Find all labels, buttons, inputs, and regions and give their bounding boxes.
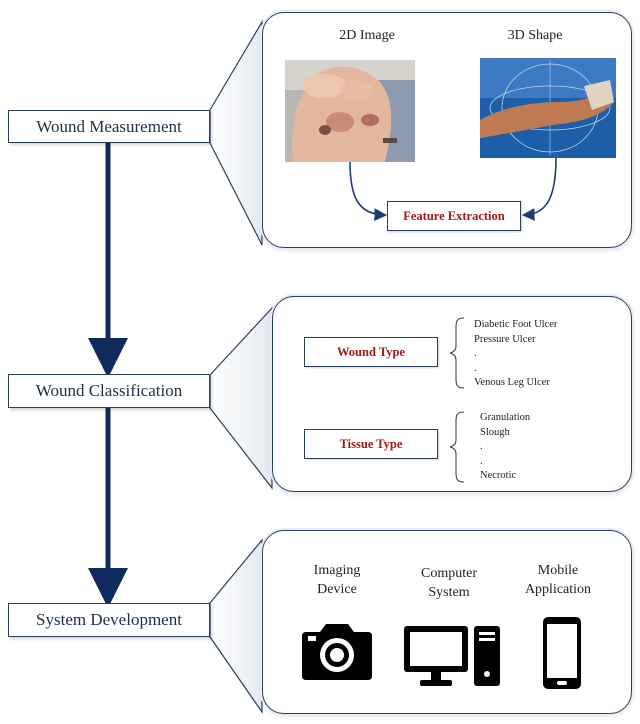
wound-type-bracket [449, 317, 465, 389]
mobile-application-line: Mobile [537, 563, 579, 578]
imaging-device-caption: Imaging Device [292, 561, 382, 599]
camera-icon [302, 624, 372, 680]
wound-type-item: Diabetic Foot Ulcer [474, 319, 558, 330]
stage-wound-classification: Wound Classification [8, 374, 210, 408]
callout-classification [209, 306, 273, 490]
arrow-2d-to-feature [349, 161, 388, 221]
tissue-type-list: Granulation Slough . . Necrotic [480, 411, 530, 484]
wound-type-item: . [474, 362, 477, 374]
stage-wound-measurement: Wound Measurement [8, 110, 210, 143]
tissue-type-label: Tissue Type [339, 436, 403, 451]
stage-label: Wound Measurement [36, 116, 182, 136]
wound-type-box: Wound Type [304, 337, 438, 367]
wound-type-item: Venous Leg Ulcer [474, 377, 550, 388]
wound-photo-2d [285, 60, 415, 162]
imaging-device-line: Imaging [313, 563, 361, 578]
tissue-type-item: Granulation [480, 412, 531, 423]
imaging-device-line: Device [317, 582, 357, 597]
tissue-type-item: . [480, 441, 483, 452]
tissue-type-item: . [480, 455, 483, 467]
stage-label: System Development [36, 610, 182, 629]
tissue-type-box: Tissue Type [304, 429, 438, 459]
computer-system-line: Computer [421, 566, 477, 581]
feature-extraction-box: Feature Extraction [387, 201, 521, 231]
arrow-3d-to-feature [521, 157, 557, 221]
wound-shape-3d [480, 58, 616, 158]
stage-label: Wound Classification [35, 381, 183, 400]
computer-icon [404, 626, 500, 686]
shape-3d-caption: 3D Shape [507, 28, 563, 43]
mobile-phone-icon [543, 617, 581, 689]
tissue-type-bracket [449, 411, 465, 483]
wound-type-item: . [474, 348, 477, 359]
classification-panel [272, 296, 632, 492]
feature-extraction-label: Feature Extraction [403, 208, 505, 223]
tissue-type-item: Slough [480, 426, 510, 438]
computer-system-caption: Computer System [404, 564, 494, 602]
image-2d-caption: 2D Image [339, 28, 395, 43]
computer-system-line: System [428, 585, 470, 600]
wound-type-label: Wound Type [337, 344, 405, 359]
mobile-application-line: Application [524, 582, 592, 597]
wound-type-list: Diabetic Foot Ulcer Pressure Ulcer . . V… [474, 318, 557, 391]
wound-type-item: Pressure Ulcer [474, 333, 536, 345]
callout-measurement [209, 19, 263, 246]
tissue-type-item: Necrotic [480, 470, 517, 481]
mobile-application-caption: Mobile Application [510, 561, 606, 599]
stage-system-development: System Development [8, 603, 210, 637]
callout-development [209, 538, 263, 714]
